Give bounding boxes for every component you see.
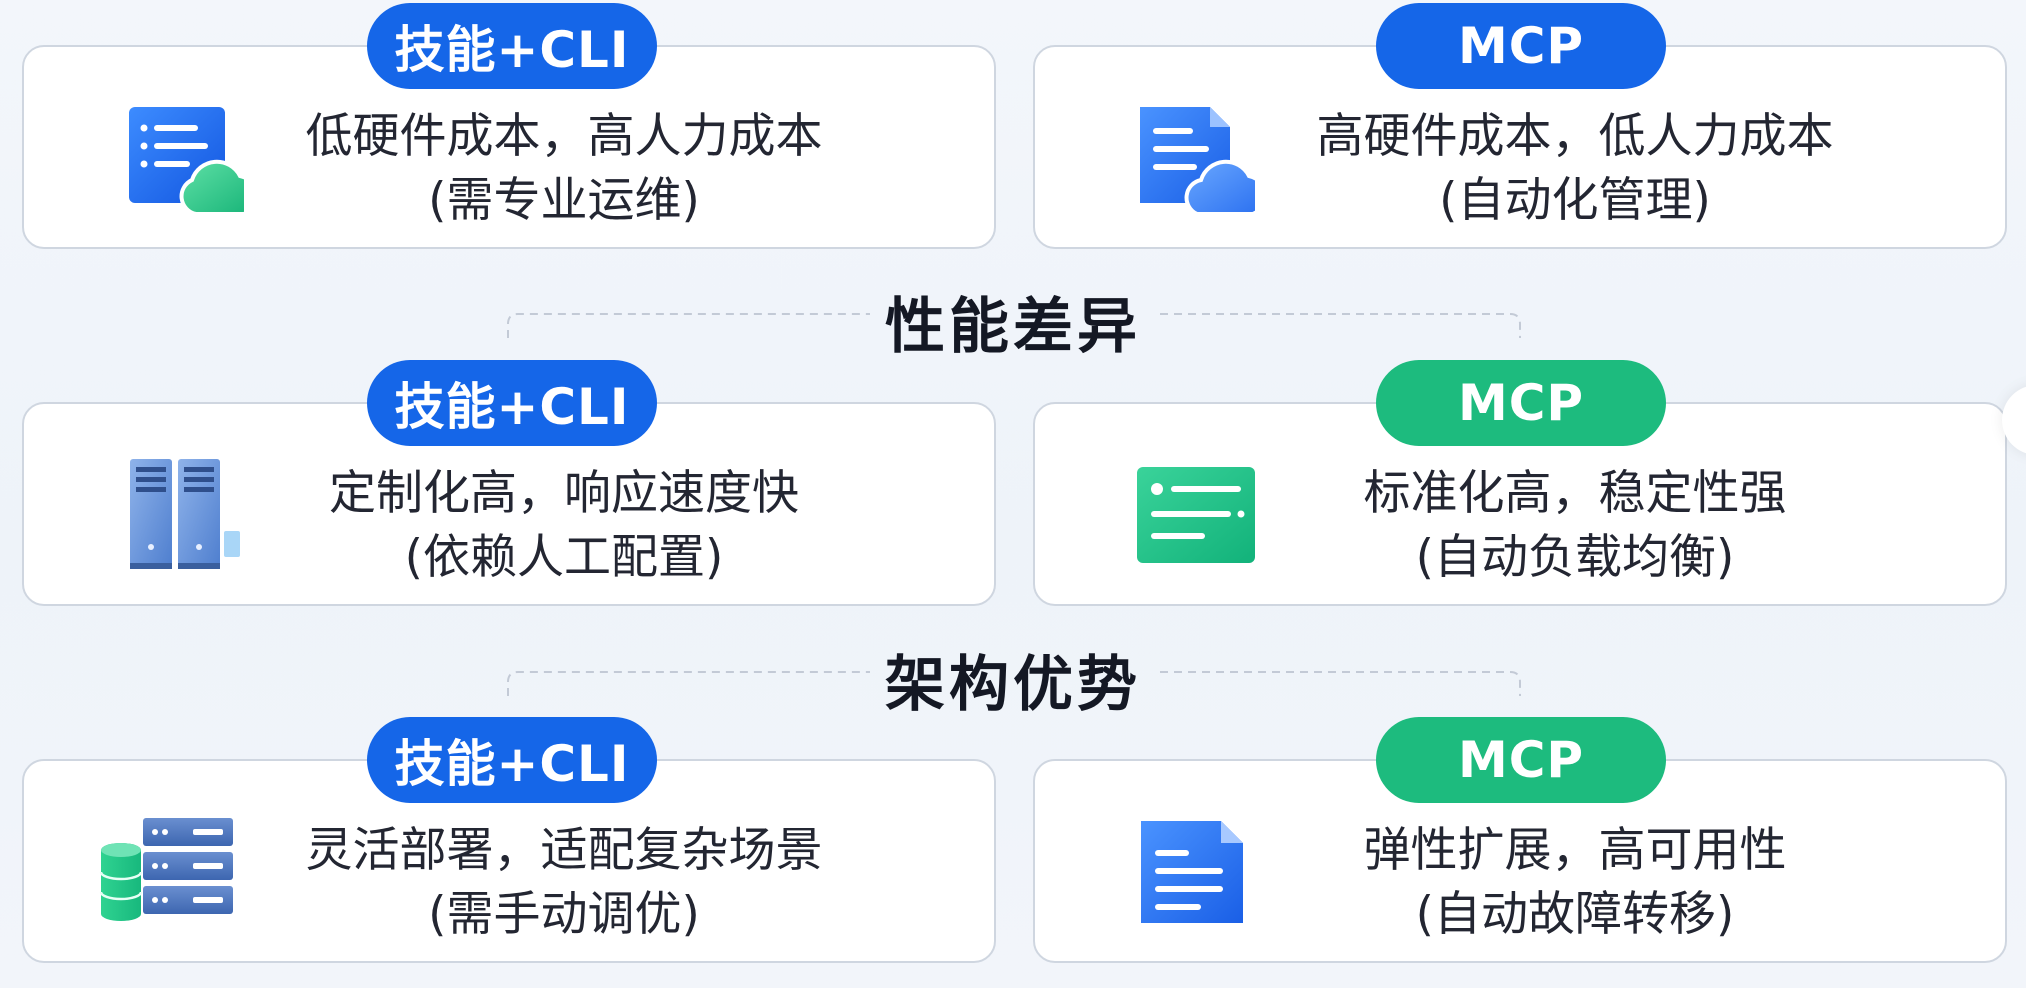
card-row1-left: 技能+CLI 低硬件成本，高人力成本 (需专业运维) xyxy=(22,3,996,249)
card-text: 高硬件成本，低人力成本 (自动化管理) xyxy=(1205,105,1945,233)
card-row1-right: MCP 高硬件成本，低人力成本 (自动化管理) xyxy=(1033,3,2007,249)
card-row2-left: 技能+CLI 定制化高，响应速度快 (依赖人工配置) xyxy=(22,360,996,606)
card-line1: 灵活部署，适配复杂场景 xyxy=(305,823,823,878)
server-dashboard-cloud-icon xyxy=(129,107,244,216)
document-icon xyxy=(1141,821,1243,923)
pill-skill-cli: 技能+CLI xyxy=(367,3,657,89)
card-line2: (需手动调优) xyxy=(428,887,700,942)
card-line1: 高硬件成本，低人力成本 xyxy=(1316,109,1834,164)
card-text: 定制化高，响应速度快 (依赖人工配置) xyxy=(194,462,934,590)
card-line1: 定制化高，响应速度快 xyxy=(329,466,799,521)
pill-skill-cli: 技能+CLI xyxy=(367,360,657,446)
pill-mcp: MCP xyxy=(1376,360,1666,446)
card-line1: 弹性扩展，高可用性 xyxy=(1363,823,1787,878)
card-line2: (依赖人工配置) xyxy=(404,530,724,585)
card-line2: (自动化管理) xyxy=(1439,173,1711,228)
card-text: 标准化高，稳定性强 (自动负载均衡) xyxy=(1205,462,1945,590)
card-line2: (自动负载均衡) xyxy=(1415,530,1735,585)
card-row3-left: 技能+CLI 灵活部署，适配复杂场景 (需手动调优) xyxy=(22,717,996,963)
database-rack-icon xyxy=(99,818,233,921)
pill-mcp: MCP xyxy=(1376,717,1666,803)
card-row3-right: MCP 弹性扩展，高可用性 (自动故障转移) xyxy=(1033,717,2007,963)
section-connector-1 xyxy=(507,313,1521,338)
card-line2: (需专业运维) xyxy=(428,173,700,228)
server-towers-icon xyxy=(130,459,240,569)
card-row2-right: MCP 标准化高，稳定性强 (自动负载均衡) xyxy=(1033,360,2007,606)
section-connector-2 xyxy=(507,671,1521,696)
card-line1: 低硬件成本，高人力成本 xyxy=(305,109,823,164)
card-text: 灵活部署，适配复杂场景 (需手动调优) xyxy=(194,819,934,947)
card-line2: (自动故障转移) xyxy=(1415,887,1735,942)
document-cloud-icon xyxy=(1140,107,1255,216)
pill-mcp: MCP xyxy=(1376,3,1666,89)
card-text: 低硬件成本，高人力成本 (需专业运维) xyxy=(194,105,934,233)
section-title-architecture: 架构优势 xyxy=(885,650,1141,720)
list-panel-icon xyxy=(1137,467,1255,563)
pill-skill-cli: 技能+CLI xyxy=(367,717,657,803)
section-title-performance: 性能差异 xyxy=(885,292,1141,362)
card-text: 弹性扩展，高可用性 (自动故障转移) xyxy=(1205,819,1945,947)
card-line1: 标准化高，稳定性强 xyxy=(1363,466,1787,521)
